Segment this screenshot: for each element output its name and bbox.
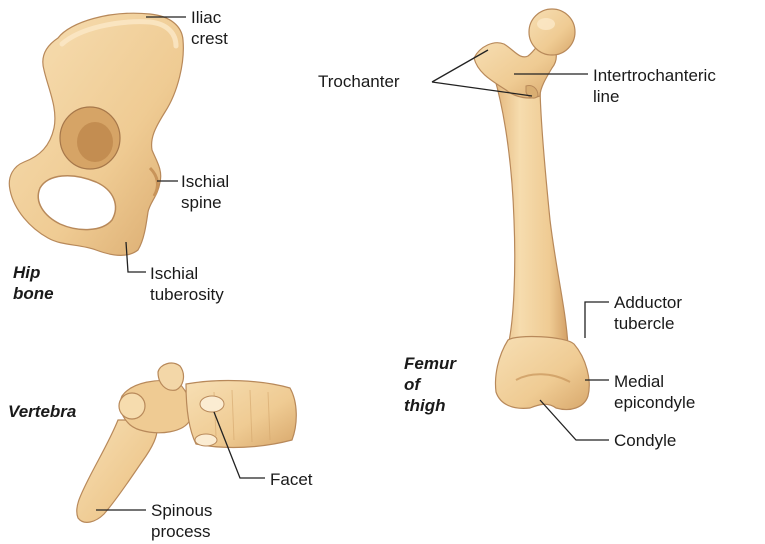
vertebra-title: Vertebra bbox=[8, 401, 76, 422]
femur-shaft-shape bbox=[494, 76, 568, 346]
vertebra-illustration bbox=[77, 363, 297, 522]
label-intertrochanteric-line: Intertrochanteric line bbox=[593, 65, 716, 107]
femur-illustration bbox=[474, 9, 589, 410]
label-ischial-tuberosity-line1: Ischial bbox=[150, 263, 224, 284]
label-intertrochanteric-line-line1: Intertrochanteric bbox=[593, 65, 716, 86]
hip-bone-illustration bbox=[9, 13, 183, 255]
femur-head bbox=[529, 9, 575, 55]
label-medial-epicondyle-line1: Medial bbox=[614, 371, 695, 392]
hip-bone-title: Hip bone bbox=[13, 262, 54, 304]
hip-bone-title-line2: bone bbox=[13, 283, 54, 304]
label-adductor-tubercle-line2: tubercle bbox=[614, 313, 682, 334]
label-medial-epicondyle-line2: epicondyle bbox=[614, 392, 695, 413]
label-iliac-crest: Iliac crest bbox=[191, 7, 228, 49]
label-spinous-process: Spinous process bbox=[151, 500, 212, 542]
femur-distal-shape bbox=[496, 337, 590, 410]
facet-lower bbox=[195, 434, 217, 446]
femur-title: Femur of thigh bbox=[404, 353, 456, 416]
label-adductor-tubercle-line1: Adductor bbox=[614, 292, 682, 313]
label-spinous-process-line1: Spinous bbox=[151, 500, 212, 521]
label-ischial-tuberosity: Ischial tuberosity bbox=[150, 263, 224, 305]
label-intertrochanteric-line-line2: line bbox=[593, 86, 716, 107]
label-iliac-crest-line1: Iliac bbox=[191, 7, 228, 28]
femur-title-line2: of bbox=[404, 374, 456, 395]
femur-head-highlight bbox=[537, 18, 555, 30]
label-ischial-spine-line2: spine bbox=[181, 192, 229, 213]
leader-adductor-tubercle bbox=[585, 302, 609, 338]
hip-bone-title-line1: Hip bbox=[13, 262, 54, 283]
label-ischial-spine: Ischial spine bbox=[181, 171, 229, 213]
label-condyle: Condyle bbox=[614, 430, 676, 451]
label-spinous-process-line2: process bbox=[151, 521, 212, 542]
label-adductor-tubercle: Adductor tubercle bbox=[614, 292, 682, 334]
label-facet: Facet bbox=[270, 469, 313, 490]
label-iliac-crest-line2: crest bbox=[191, 28, 228, 49]
label-trochanter: Trochanter bbox=[318, 71, 400, 92]
femur-title-line1: Femur bbox=[404, 353, 456, 374]
acetabulum-inner bbox=[77, 122, 113, 162]
label-ischial-tuberosity-line2: tuberosity bbox=[150, 284, 224, 305]
transverse-process-end bbox=[119, 393, 145, 419]
facet-upper bbox=[200, 396, 224, 412]
label-medial-epicondyle: Medial epicondyle bbox=[614, 371, 695, 413]
femur-title-line3: thigh bbox=[404, 395, 456, 416]
spinous-process-shape bbox=[77, 420, 158, 522]
label-ischial-spine-line1: Ischial bbox=[181, 171, 229, 192]
